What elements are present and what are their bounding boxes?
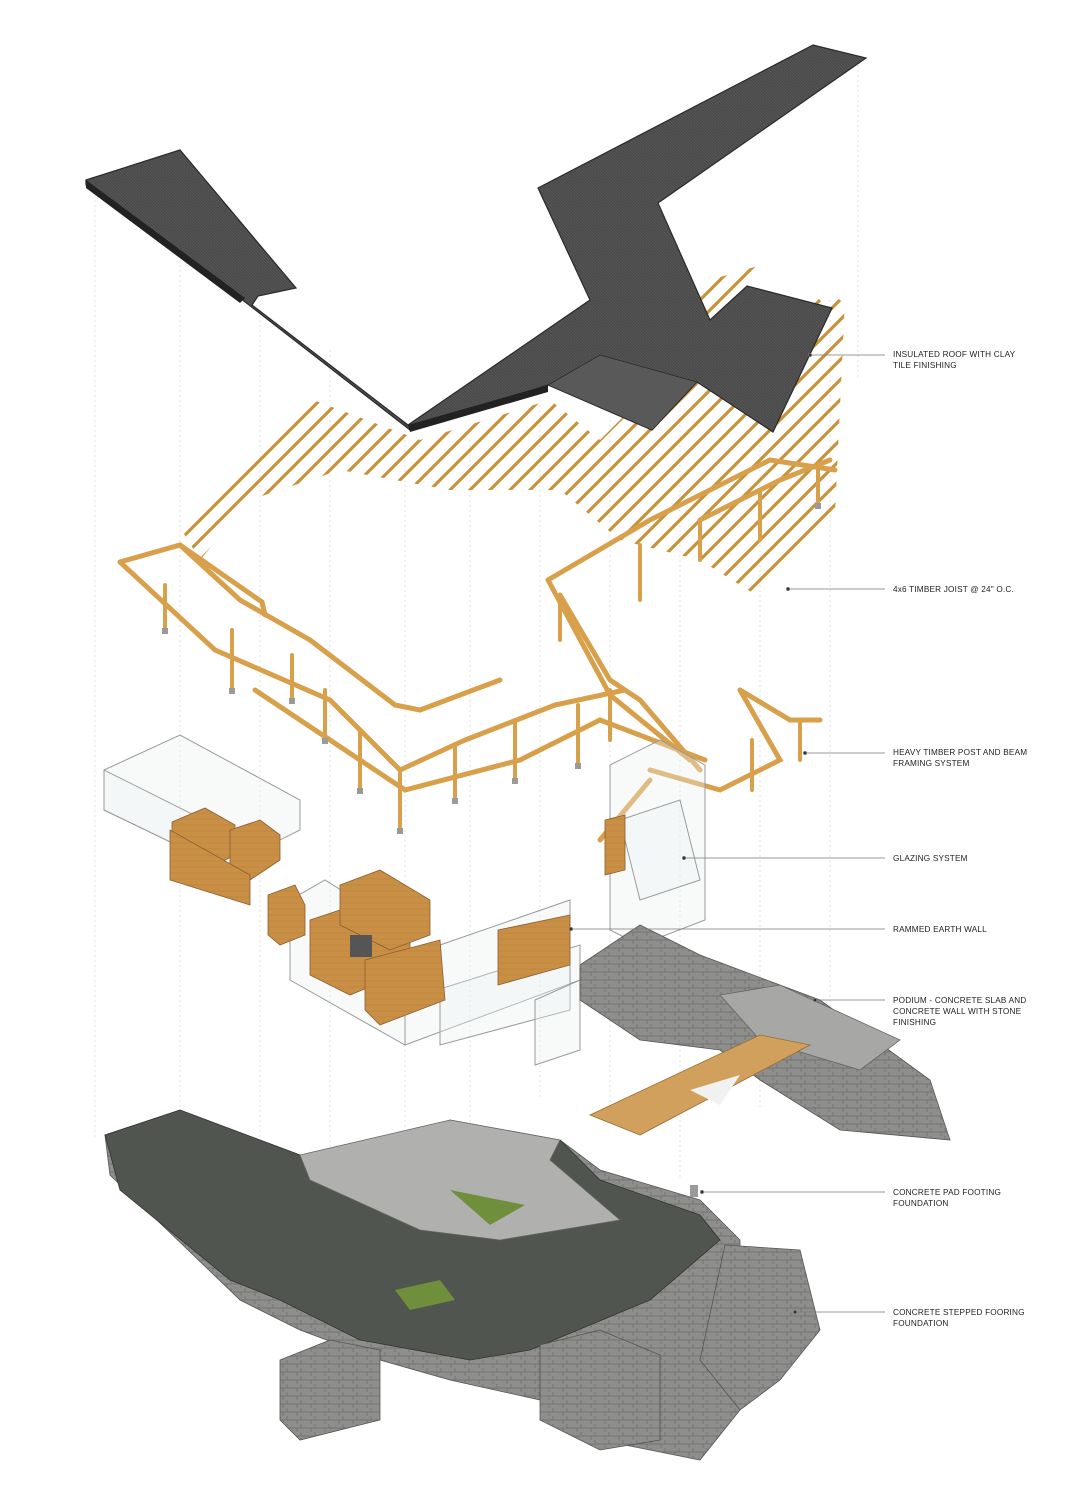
label-stepped-footing: CONCRETE STEPPED FOORING FOUNDATION	[893, 1308, 1025, 1328]
stepped-foundation	[104, 1109, 821, 1461]
label-podium: PODIUM - CONCRETE SLAB AND CONCRETE WALL…	[893, 996, 1027, 1027]
frame-post-bases	[162, 503, 821, 834]
insulated-roof	[85, 44, 868, 433]
label-glazing-system: GLAZING SYSTEM	[893, 854, 968, 863]
label-pad-footing: CONCRETE PAD FOOTING FOUNDATION	[893, 1188, 1002, 1208]
label-post-beam-framing: HEAVY TIMBER POST AND BEAM FRAMING SYSTE…	[893, 748, 1028, 768]
timber-post-beam-frame	[117, 457, 838, 843]
annotation-leader-lines	[569, 353, 885, 1314]
label-insulated-roof: INSULATED ROOF WITH CLAY TILE FINISHING	[893, 350, 1016, 370]
label-timber-joist: 4x6 TIMBER JOIST @ 24" O.C.	[893, 585, 1014, 594]
label-rammed-earth-wall: RAMMED EARTH WALL	[893, 925, 987, 934]
podium-concrete-stone	[579, 924, 951, 1141]
rammed-earth-walls	[169, 807, 626, 1026]
